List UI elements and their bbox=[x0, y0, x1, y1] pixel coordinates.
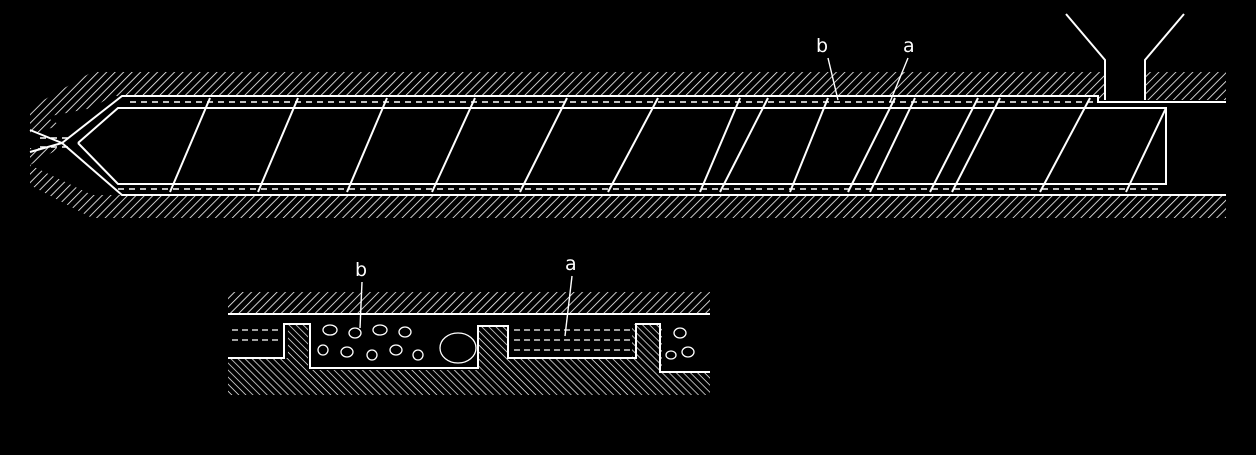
hopper-right bbox=[1144, 13, 1185, 100]
granules bbox=[317, 324, 695, 364]
barrel-section: b a bbox=[29, 13, 1226, 218]
detail-label-b: b bbox=[355, 259, 367, 281]
nozzle-wall bbox=[30, 108, 60, 135]
detail-label-a: a bbox=[565, 253, 577, 275]
leader-a-bottom bbox=[564, 275, 573, 337]
barrel-label-a: a bbox=[903, 35, 915, 57]
barrel-top-wall-right bbox=[1145, 72, 1226, 100]
screw-core bbox=[77, 107, 1167, 185]
barrel-bottom-wall bbox=[30, 165, 1226, 218]
barrel-label-b: b bbox=[816, 35, 828, 57]
flight-detail-section: b a bbox=[228, 253, 710, 395]
nozzle-wall-lower bbox=[30, 148, 60, 165]
leader-b-bottom bbox=[359, 281, 363, 329]
hopper-left bbox=[1065, 13, 1106, 100]
leader-a-top bbox=[889, 57, 909, 103]
detail-barrel-wall bbox=[228, 292, 710, 314]
leader-b-top bbox=[827, 57, 839, 101]
detail-screw-body bbox=[228, 324, 710, 395]
screw-flights bbox=[169, 97, 1167, 193]
